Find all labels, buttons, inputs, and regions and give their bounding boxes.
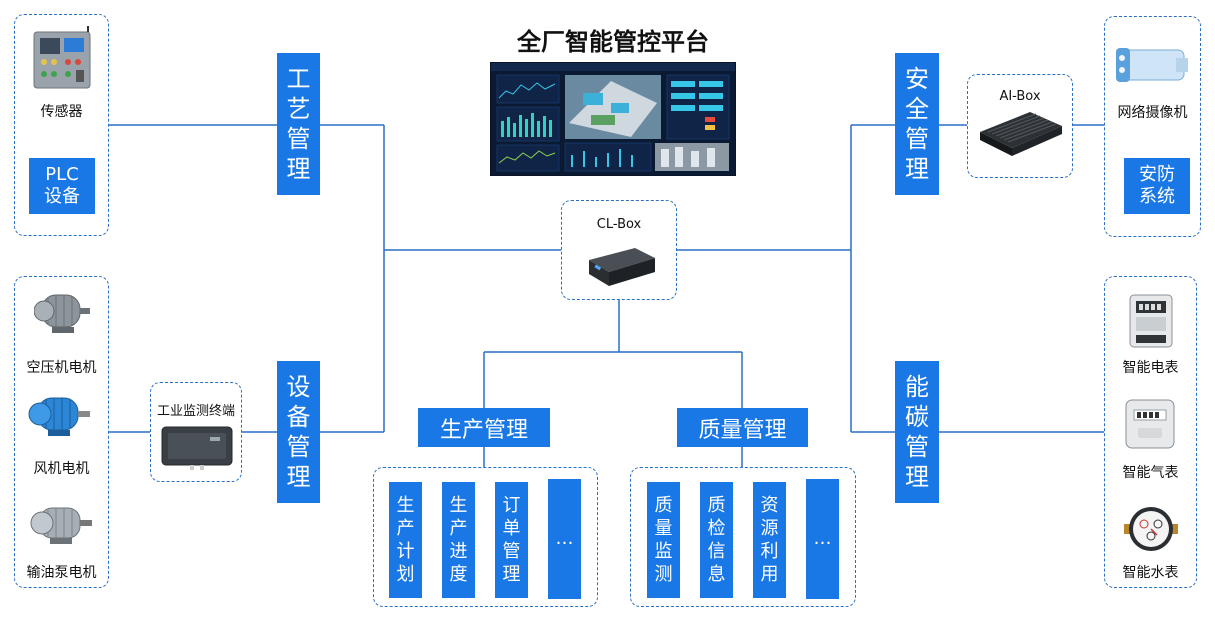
production-management-header: 生产管理 (418, 408, 550, 447)
smart-electric-meter-label: 智能电表 (1122, 360, 1179, 376)
terminal-group (150, 382, 242, 482)
dashboard-screenshot (490, 62, 736, 176)
production-more-item: … (548, 479, 581, 599)
smart-water-meter-label: 智能水表 (1122, 565, 1179, 581)
process-management-bar: 工艺管理 (277, 53, 320, 195)
ai-box-group (967, 74, 1073, 178)
security-system-box: 安防 系统 (1124, 158, 1190, 214)
terminal-label: 工业监测终端 (156, 404, 235, 419)
production-progress-item: 生产进度 (442, 482, 475, 598)
monitoring-terminal-icon (160, 423, 234, 475)
production-items-group (373, 467, 598, 607)
smart-gas-meter-label: 智能气表 (1122, 465, 1179, 481)
plc-line-2: 设备 (44, 186, 80, 207)
dashboard-thumbnail-icon (491, 63, 735, 172)
security-system-line-2: 系统 (1139, 186, 1175, 207)
quality-management-header: 质量管理 (677, 408, 808, 447)
quality-more-item: … (806, 479, 839, 599)
motor-group (14, 276, 109, 588)
meter-group (1104, 276, 1197, 588)
energy-carbon-management-bar: 能碳管理 (895, 361, 939, 503)
quality-inspection-info-item: 质检信息 (700, 482, 733, 598)
fan-motor-label: 风机电机 (33, 461, 90, 477)
ai-box-device-icon (978, 108, 1064, 164)
plc-device-box: PLC 设备 (29, 158, 95, 214)
cl-box-device-icon (585, 244, 657, 294)
smart-electric-meter-icon (1128, 293, 1174, 353)
fan-motor-icon (28, 390, 92, 446)
equipment-management-bar: 设备管理 (277, 361, 320, 503)
quality-monitoring-item: 质量监测 (647, 482, 680, 598)
control-panel-icon (30, 26, 92, 96)
order-management-item: 订单管理 (495, 482, 528, 598)
plc-line-1: PLC (45, 164, 79, 185)
sensor-label: 传感器 (40, 104, 83, 120)
air-compressor-motor-label: 空压机电机 (26, 360, 97, 376)
platform-title: 全厂智能管控平台 (517, 28, 709, 56)
resource-utilization-item: 资源利用 (753, 482, 786, 598)
cl-box-label: CL-Box (596, 217, 642, 232)
air-compressor-motor-icon (33, 285, 92, 343)
oil-pump-motor-icon (28, 500, 94, 554)
security-system-line-1: 安防 (1139, 164, 1175, 185)
ai-box-label: AI-Box (999, 89, 1041, 104)
smart-water-meter-icon (1124, 502, 1178, 560)
oil-pump-motor-label: 输油泵电机 (26, 565, 97, 581)
camera-group (1104, 16, 1201, 237)
sensor-group (14, 14, 109, 236)
network-camera-label: 网络摄像机 (1117, 105, 1188, 121)
production-plan-item: 生产计划 (389, 482, 422, 598)
smart-gas-meter-icon (1122, 396, 1178, 456)
network-camera-icon (1114, 44, 1190, 92)
cl-box-group (561, 200, 677, 300)
security-management-bar: 安全管理 (895, 53, 939, 195)
quality-items-group (630, 467, 856, 607)
